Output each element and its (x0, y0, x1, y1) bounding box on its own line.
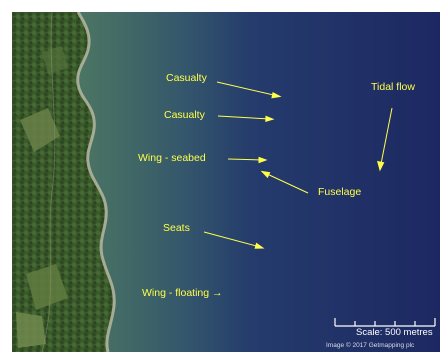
field-patch (26, 264, 68, 310)
label-wing-floating: Wing - floating → (142, 287, 223, 299)
rocky-shore (76, 12, 116, 352)
arrow-casualty-2 (217, 115, 271, 120)
scale-bar (334, 318, 436, 327)
field-patch (42, 46, 68, 74)
label-casualty-2: Casualty (164, 109, 205, 121)
label-casualty-1: Casualty (166, 72, 207, 84)
field-patch (16, 312, 46, 348)
scale-bar-label: Scale: 500 metres (356, 327, 433, 338)
satellite-map[interactable]: Casualty Casualty Wing - seabed Fuselage… (12, 12, 440, 352)
coastline-land (12, 12, 115, 352)
label-fuselage: Fuselage (318, 186, 362, 198)
road (41, 12, 56, 352)
arrow-tidal-flow (380, 107, 393, 165)
field-patch (20, 108, 60, 152)
label-tidal-flow: Tidal flow (371, 81, 415, 93)
label-seats: Seats (163, 222, 190, 234)
arrow-wing-seabed (227, 158, 263, 161)
map-imagery (12, 12, 440, 352)
arrow-seats (203, 231, 261, 248)
label-wing-seabed: Wing - seabed (138, 152, 206, 164)
image-credit: Image © 2017 Getmapping plc (326, 342, 415, 349)
arrow-casualty-1 (216, 81, 279, 97)
arrow-fuselage (264, 172, 309, 194)
annotation-arrows (203, 81, 393, 249)
